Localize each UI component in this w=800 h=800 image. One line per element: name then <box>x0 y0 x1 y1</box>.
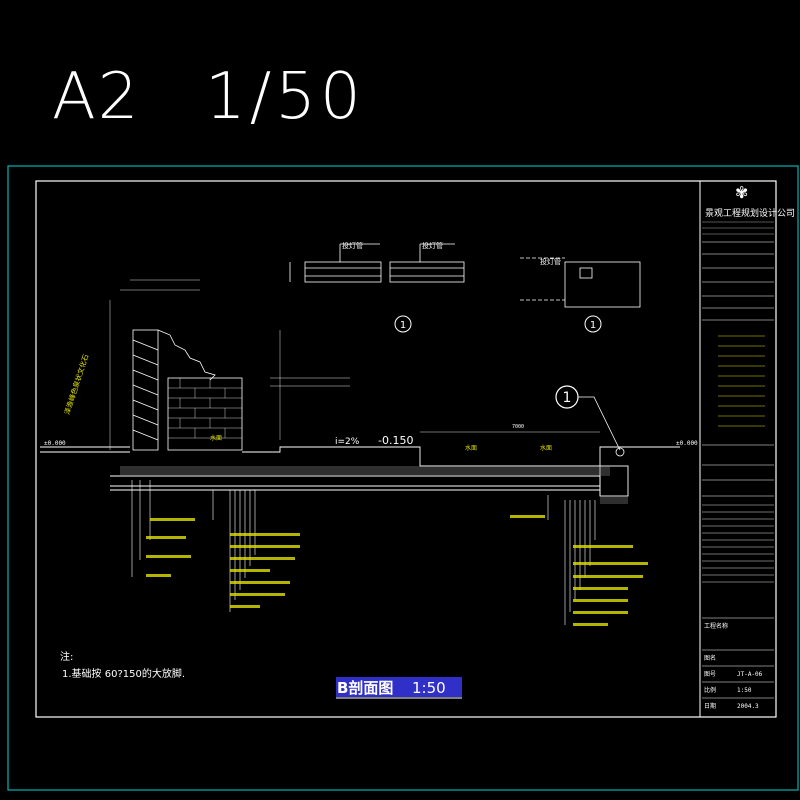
drawing-scale: 1:50 <box>412 679 446 697</box>
sheet-scale-label: 1/50 <box>205 60 365 134</box>
detail-mark-2: 1 <box>584 315 602 333</box>
water-label-1: 水面 <box>465 444 477 452</box>
detail-lamp-pipe-1 <box>289 243 382 283</box>
svg-text:1/50: 1/50 <box>205 60 365 134</box>
sheet-outer-frame <box>7 165 799 791</box>
sheet-size-label: A2 <box>52 60 141 134</box>
drawing-border <box>35 180 777 718</box>
annotation-leaders <box>131 480 596 625</box>
company-logo: ✾ <box>735 183 748 202</box>
pool-section <box>40 446 680 497</box>
tb-date-value: 2004.3 <box>737 703 759 710</box>
svg-text:1: 1 <box>590 320 596 331</box>
dim-top: 7000 <box>512 424 524 430</box>
brick-hatch <box>168 378 242 439</box>
title-block: ✾ 景观工程规划设计公司 <box>699 181 795 717</box>
gravel-hatch <box>120 466 628 504</box>
detail-lamp-pipe-2 <box>389 243 465 283</box>
drawing-title-bar: B剖面图 1:50 <box>336 677 462 699</box>
level-right: ±0.000 <box>676 440 698 447</box>
slope-label: i=2% <box>335 437 360 447</box>
water-label-2: 水面 <box>540 444 552 452</box>
svg-text:A2: A2 <box>52 60 141 134</box>
stone-wall-section <box>132 329 243 451</box>
section-callout: 1 <box>555 385 625 457</box>
tb-row-scale: 比例 <box>704 686 716 694</box>
tb-drawing-no: JT-A-06 <box>737 671 763 678</box>
tb-row-date: 日期 <box>704 702 716 710</box>
svg-text:1: 1 <box>400 320 406 331</box>
lamp-label-3: 投灯管 <box>540 257 561 266</box>
tb-row-project: 工程名称 <box>704 622 728 630</box>
annotation-text-block-left <box>146 518 300 608</box>
detail-box <box>520 257 641 308</box>
left-material-label: 泽渔峰色泉状文化石 <box>62 353 90 416</box>
svg-text:1: 1 <box>563 390 572 406</box>
lamp-label-2: 投灯管 <box>422 241 443 250</box>
detail-mark-1: 1 <box>394 315 412 333</box>
water-label-3: 水面 <box>210 434 222 442</box>
level-mid: -0.150 <box>378 434 413 447</box>
note-heading: 注: <box>60 650 73 663</box>
annotation-text-block-right <box>510 515 648 626</box>
tb-row-number: 图号 <box>704 671 716 678</box>
tb-row-title: 图名 <box>704 654 716 662</box>
tb-scale-value: 1:50 <box>737 687 752 694</box>
lamp-label-1: 投灯管 <box>342 241 363 250</box>
note-1: 1.基础按 60?150的大放脚. <box>62 667 185 680</box>
level-left: ±0.000 <box>44 440 66 447</box>
dimension-lines <box>109 279 600 450</box>
drawing-title: B剖面图 <box>337 679 393 697</box>
company-name: 景观工程规划设计公司 <box>705 207 795 219</box>
